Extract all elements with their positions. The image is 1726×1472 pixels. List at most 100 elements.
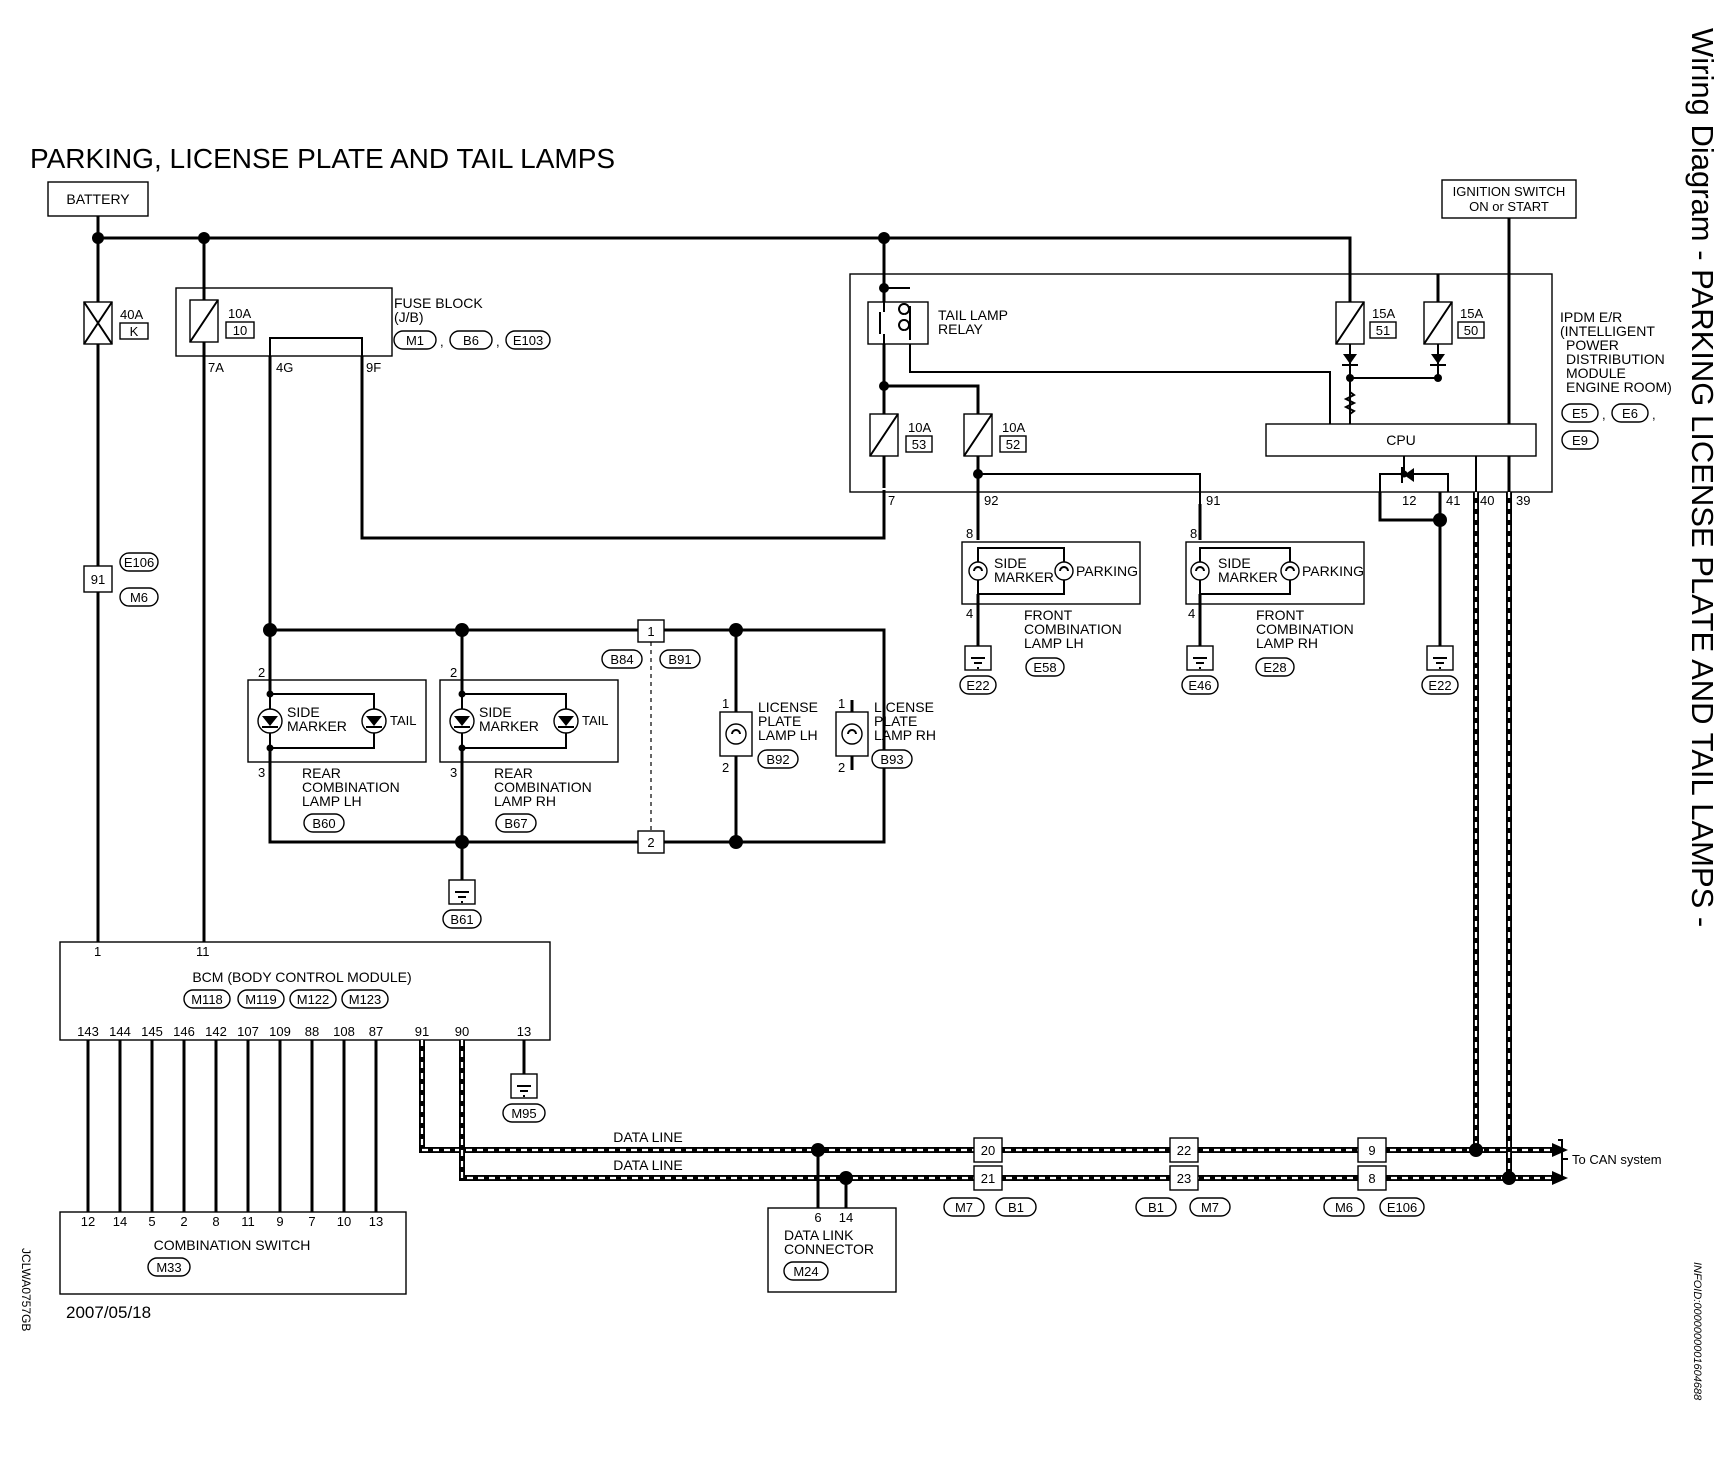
bcm-pin: 145 [141, 1024, 163, 1039]
can-joint-1: 20 21 M7 B1 [943, 1137, 1037, 1217]
combo-pin: 13 [369, 1214, 383, 1229]
conn-b84 [601, 649, 643, 669]
conn-e22-ipdm [1421, 675, 1459, 695]
rear-rh-name-2: COMBINATION [494, 779, 592, 795]
can-joint-pin-label: 9 [1368, 1143, 1375, 1158]
fuse-10a-id-box [225, 321, 255, 339]
relay-to-cpu [909, 344, 1331, 424]
license-lh-name-3: LAMP LH [758, 727, 818, 743]
led-triangle [366, 716, 382, 726]
conn-b93-label: B93 [880, 752, 903, 767]
fuse-block-title-2: (J/B) [394, 309, 424, 325]
conn-m119 [237, 989, 285, 1009]
conn-e106-label: E106 [124, 555, 154, 570]
conn-b93 [871, 749, 913, 769]
conn-b91-label: B91 [668, 652, 691, 667]
rear-rh-side-2: MARKER [479, 718, 539, 734]
front-rh-side-bulb [1190, 561, 1210, 581]
front-rh-parking: PARKING [1302, 563, 1364, 579]
bcm-pin: 109 [269, 1024, 291, 1039]
pin-4g: 4G [276, 360, 293, 375]
conn-m24-label: M24 [793, 1264, 818, 1279]
rear-rh-side-1: SIDE [479, 704, 512, 720]
conn-b91 [659, 649, 701, 669]
can-joint-pin-top [1169, 1137, 1199, 1163]
front-rh-box [1185, 541, 1365, 605]
ipdm-pin-91: 91 [1206, 493, 1220, 508]
combo-pin: 14 [113, 1214, 127, 1229]
conn-b1 [1135, 1197, 1177, 1217]
relay-label-2: RELAY [938, 321, 984, 337]
front-rh-name-1: FRONT [1256, 607, 1305, 623]
conn-m6 [119, 587, 159, 607]
conn-e106 [119, 552, 159, 572]
junction-dot [458, 744, 466, 752]
bcm-pin: 143 [77, 1024, 99, 1039]
fuse-block-title-1: FUSE BLOCK [394, 295, 483, 311]
ground-symbol [1193, 657, 1207, 669]
ground-e22-ipdm-label: E22 [1428, 678, 1451, 693]
ground-b61-label: B61 [450, 912, 473, 927]
ipdm-pin-40: 40 [1480, 493, 1494, 508]
conn-m1 [393, 330, 437, 350]
conn-b84-label: B84 [610, 652, 633, 667]
bcm-pin: 146 [173, 1024, 195, 1039]
conn-e106 [1379, 1197, 1425, 1217]
conn-e9-label: E9 [1572, 433, 1588, 448]
bcm-pin: 91 [415, 1024, 429, 1039]
conn-b60 [303, 813, 345, 833]
ipdm-diode [1404, 468, 1414, 482]
junction-dot [1434, 374, 1442, 382]
license-rh-bulb [841, 723, 863, 745]
conn-e5 [1561, 403, 1599, 423]
can-joint-pin-label: 22 [1177, 1143, 1191, 1158]
can-joint-pin-bottom [973, 1165, 1003, 1191]
combo-pin: 11 [241, 1214, 255, 1229]
combo-switch-box [59, 1211, 407, 1295]
fuse-51-slash [1335, 301, 1365, 345]
conn-m7-label: M7 [955, 1200, 973, 1215]
front-rh-pin-8: 8 [1190, 526, 1197, 541]
jc-e106-box [83, 565, 113, 593]
info-id: INFOID:0000000001604688 [1691, 1262, 1703, 1401]
bcm-name: BCM (BODY CONTROL MODULE) [192, 969, 411, 985]
bcm-to-combo-wires [86, 1040, 378, 1212]
conn-b1-label: B1 [1008, 1200, 1024, 1215]
led-triangle [454, 716, 470, 726]
jc-e106-pin: 91 [91, 572, 105, 587]
can-line-h [419, 1040, 1552, 1153]
conn-e9 [1561, 430, 1599, 450]
can-joint-pin-top [973, 1137, 1003, 1163]
can-line-h-stripe [420, 1040, 1552, 1152]
bcm-pin-1: 1 [94, 944, 101, 959]
ipdm-pin-39: 39 [1516, 493, 1530, 508]
fuse-51-id-box [1369, 321, 1397, 339]
combo-pin: 8 [212, 1214, 219, 1229]
combo-pin: 7 [308, 1214, 315, 1229]
junction-dot [1346, 374, 1354, 382]
license-lh-pin-1: 1 [722, 696, 729, 711]
conn-b1-label: B1 [1148, 1200, 1164, 1215]
conn-e46 [1181, 675, 1219, 695]
jc-b84-pin2-label: 2 [647, 835, 654, 850]
fuse-50-id-box [1457, 321, 1485, 339]
rear-lh-box [247, 679, 427, 763]
license-rh-wire [852, 628, 884, 844]
license-rh-pin-1: 1 [838, 696, 845, 711]
data-line-label-2: DATA LINE [613, 1157, 683, 1173]
fuse-10a-amp: 10A [228, 306, 251, 321]
ground-symbol [517, 1085, 531, 1097]
license-rh-name-3: LAMP RH [874, 727, 936, 743]
front-rh-parking-bulb [1280, 561, 1300, 581]
conn-m33-label: M33 [156, 1260, 181, 1275]
conn-b1 [995, 1197, 1037, 1217]
rear-lh-pin-3: 3 [258, 765, 265, 780]
ground-symbol [1433, 657, 1447, 669]
can-joint-pin-top [1357, 1137, 1387, 1163]
can-joint-3: 9 8 M6 E106 [1323, 1137, 1425, 1217]
ipdm-pin-12: 12 [1402, 493, 1416, 508]
conn-b6 [449, 330, 493, 350]
conn-b67-label: B67 [504, 816, 527, 831]
cpu-label: CPU [1386, 432, 1416, 448]
